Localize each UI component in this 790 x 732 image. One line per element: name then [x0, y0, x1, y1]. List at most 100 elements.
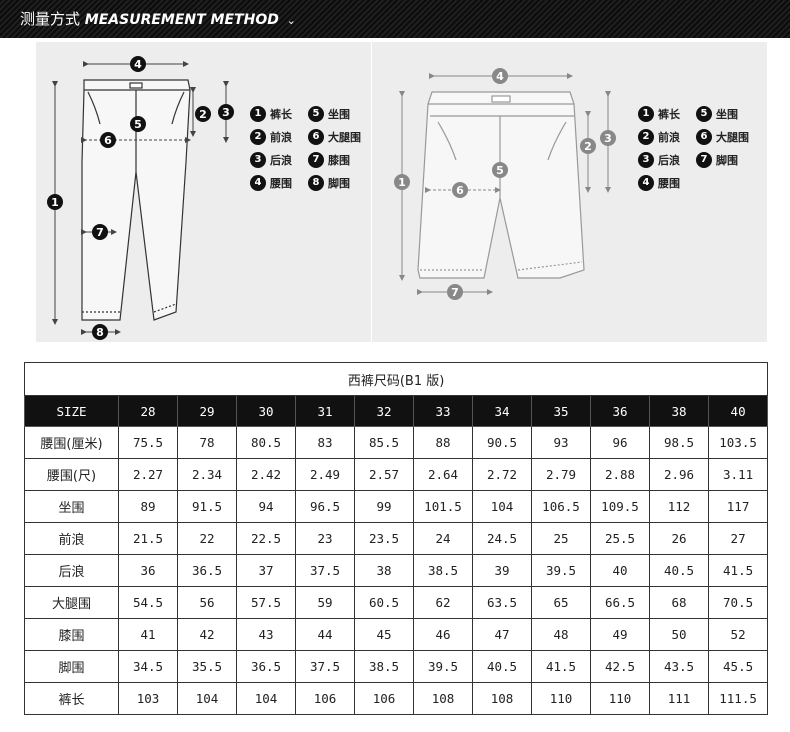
- svg-text:2: 2: [584, 140, 592, 153]
- legend-label: 大腿围: [328, 131, 361, 144]
- table-cell: 38: [354, 554, 414, 587]
- table-cell: 94: [236, 490, 296, 523]
- size-header-cell: 34: [472, 395, 532, 427]
- table-title-row: 西裤尺码(B1 版): [23, 362, 769, 396]
- table-cell: 52: [707, 618, 769, 651]
- table-cell: 117: [707, 490, 769, 523]
- table-cell: 2.79: [531, 458, 591, 491]
- table-cell: 89: [118, 490, 178, 523]
- table-cell: 75.5: [118, 426, 178, 459]
- svg-text:4: 4: [496, 70, 504, 83]
- table-cell: 42.5: [590, 650, 650, 683]
- legend-number-badge: 7: [696, 152, 712, 168]
- table-cell: 65: [531, 586, 591, 619]
- table-cell: 23.5: [354, 522, 414, 555]
- table-cell: 2.49: [295, 458, 355, 491]
- legend-label: 膝围: [328, 154, 350, 167]
- table-cell: 41: [118, 618, 178, 651]
- table-cell: 2.72: [472, 458, 532, 491]
- table-cell: 48: [531, 618, 591, 651]
- size-header-cell: 38: [649, 395, 709, 427]
- trousers-markers: 4 1 2 3 5 6 7 8: [47, 56, 234, 340]
- title-en: MEASUREMENT METHOD: [84, 12, 279, 28]
- table-cell: 66.5: [590, 586, 650, 619]
- table-cell: 2.64: [413, 458, 473, 491]
- shorts-markers: 4 1 2 3 5 6 7: [394, 68, 616, 300]
- table-cell: 39.5: [531, 554, 591, 587]
- table-cell: 22.5: [236, 522, 296, 555]
- size-header-cell: 32: [354, 395, 414, 427]
- svg-text:1: 1: [398, 176, 406, 189]
- legend-number-badge: 1: [250, 106, 266, 122]
- table-cell: 47: [472, 618, 532, 651]
- table-cell: 103: [118, 682, 178, 715]
- table-cell: 37: [236, 554, 296, 587]
- row-label: 前浪: [24, 522, 119, 555]
- table-cell: 112: [649, 490, 709, 523]
- table-cell: 34.5: [118, 650, 178, 683]
- table-cell: 23: [295, 522, 355, 555]
- table-cell: 93: [531, 426, 591, 459]
- size-header-cell: 31: [295, 395, 355, 427]
- legend-label: 前浪: [270, 131, 292, 144]
- table-cell: 99: [354, 490, 414, 523]
- legend-number-badge: 4: [250, 175, 266, 191]
- section-title: 测量方式 MEASUREMENT METHOD ⌄: [20, 8, 296, 29]
- svg-text:1: 1: [51, 196, 59, 209]
- legend-number-badge: 6: [308, 129, 324, 145]
- table-cell: 25.5: [590, 522, 650, 555]
- legend-label: 腰围: [270, 177, 292, 190]
- row-label: 裤长: [24, 682, 119, 715]
- table-cell: 50: [649, 618, 709, 651]
- table-cell: 103.5: [707, 426, 769, 459]
- legend-number-badge: 8: [308, 175, 324, 191]
- table-cell: 108: [413, 682, 473, 715]
- table-cell: 54.5: [118, 586, 178, 619]
- size-header-cell: 40: [707, 395, 769, 427]
- table-cell: 110: [531, 682, 591, 715]
- size-header-cell: 33: [413, 395, 473, 427]
- table-cell: 39.5: [413, 650, 473, 683]
- table-cell: 3.11: [707, 458, 769, 491]
- legend-number-badge: 7: [308, 152, 324, 168]
- table-cell: 27: [707, 522, 769, 555]
- table-cell: 104: [177, 682, 237, 715]
- table-cell: 104: [472, 490, 532, 523]
- table-cell: 2.42: [236, 458, 296, 491]
- svg-text:3: 3: [222, 106, 230, 119]
- svg-text:5: 5: [134, 118, 142, 131]
- table-cell: 90.5: [472, 426, 532, 459]
- shorts-illustration: [417, 91, 585, 279]
- table-cell: 57.5: [236, 586, 296, 619]
- table-cell: 85.5: [354, 426, 414, 459]
- table-cell: 78: [177, 426, 237, 459]
- table-cell: 22: [177, 522, 237, 555]
- size-header-cell: 36: [590, 395, 650, 427]
- table-cell: 44: [295, 618, 355, 651]
- table-cell: 106: [354, 682, 414, 715]
- table-cell: 68: [649, 586, 709, 619]
- garment-illustrations: 4 1 2 3 5 6 7 8 4 1: [47, 56, 616, 340]
- table-cell: 42: [177, 618, 237, 651]
- svg-text:4: 4: [134, 58, 142, 71]
- measurement-diagram: 4 1 2 3 5 6 7 8 4 1: [0, 42, 790, 347]
- table-cell: 62: [413, 586, 473, 619]
- table-cell: 41.5: [531, 650, 591, 683]
- row-label: 膝围: [24, 618, 119, 651]
- table-cell: 110: [590, 682, 650, 715]
- table-cell: 49: [590, 618, 650, 651]
- table-cell: 24.5: [472, 522, 532, 555]
